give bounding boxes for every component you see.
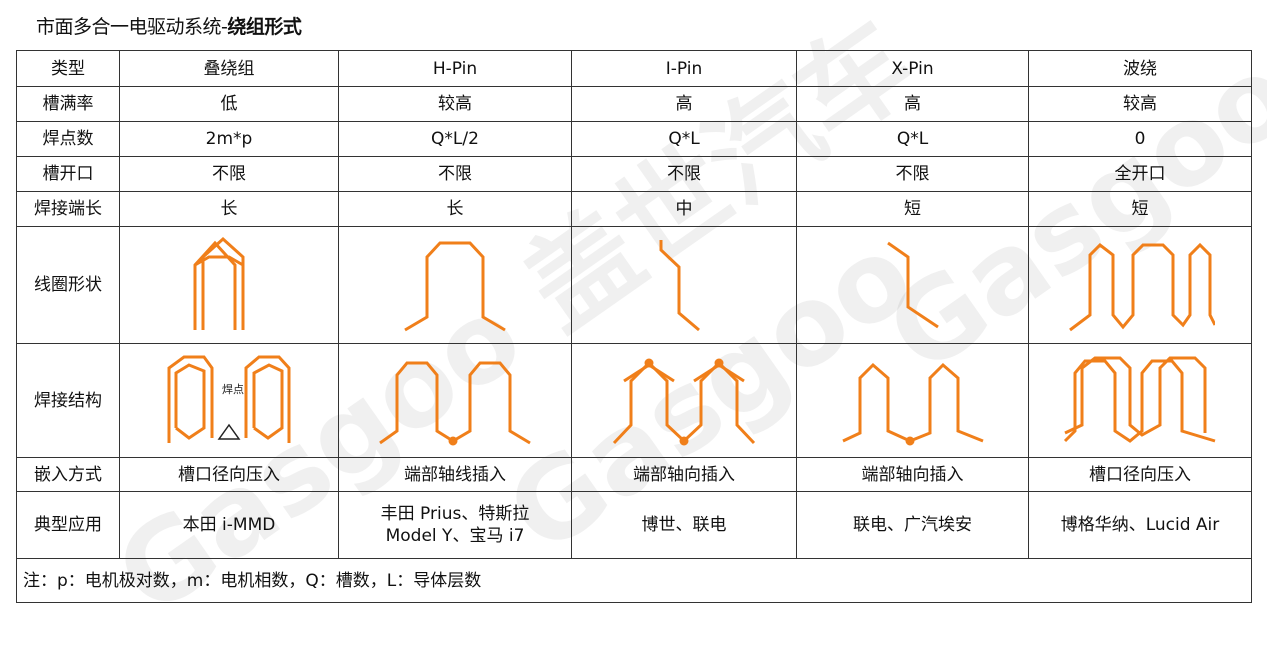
cell: 短 [796,191,1029,227]
xpin-weld-diagram [841,362,984,446]
table-row: 槽满率 低较高高高较高 [16,86,1252,122]
cell: 端部轴线插入 [338,457,572,492]
lap-winding-weld-diagram: 焊点 [167,355,291,443]
wave-winding-coil-diagram [1069,242,1215,332]
table-row: 槽开口 不限不限不限不限全开口 [16,156,1252,192]
row-label: 嵌入方式 [16,457,120,492]
header-cell: I-Pin [571,50,797,87]
cell: 短 [1028,191,1252,227]
cell: 不限 [796,156,1029,192]
hpin-coil-diagram [404,241,506,332]
coil-shape-row: 线圈形状 [16,226,1252,344]
wave-winding-weld-diagram [1063,356,1216,443]
cell: 中 [571,191,797,227]
row-label: 焊接端长 [16,191,120,227]
ipin-weld-diagram [612,358,756,446]
cell: 长 [119,191,339,227]
header-row: 类型 叠绕组 H-Pin I-Pin X-Pin 波绕 [16,50,1252,87]
cell: 槽口径向压入 [119,457,339,492]
cell: 不限 [119,156,339,192]
winding-comparison-table: 类型 叠绕组 H-Pin I-Pin X-Pin 波绕 槽满率 低较高高高较高 … [16,50,1252,603]
cell: 不限 [338,156,572,192]
lap-winding-coil-diagram [193,236,245,330]
header-cell: 叠绕组 [119,50,339,87]
cell: 本田 i-MMD [119,491,339,559]
embed-method-row: 嵌入方式 槽口径向压入端部轴线插入端部轴向插入端部轴向插入槽口径向压入 [16,457,1252,492]
ipin-coil-diagram [659,240,700,332]
cell: 0 [1028,121,1252,157]
header-cell: X-Pin [796,50,1029,87]
footnote: 注：p：电机极对数，m：电机相数，Q：槽数，L：导体层数 [16,558,1252,603]
xpin-coil-diagram [886,241,939,329]
cell: 槽口径向压入 [1028,457,1252,492]
cell: 全开口 [1028,156,1252,192]
page-title: 市面多合一电驱动系统-绕组形式 [36,16,302,38]
cell: 高 [571,86,797,122]
cell: 博格华纳、Lucid Air [1028,491,1252,559]
cell: 长 [338,191,572,227]
row-label: 槽满率 [16,86,120,122]
cell: Q*L [796,121,1029,157]
row-label: 线圈形状 [16,226,120,344]
cell: 2m*p [119,121,339,157]
cell: 端部轴向插入 [796,457,1029,492]
header-cell: 波绕 [1028,50,1252,87]
weld-structure-row: 焊接结构 焊点 [16,343,1252,458]
cell: 不限 [571,156,797,192]
note-row: 注：p：电机极对数，m：电机相数，Q：槽数，L：导体层数 [16,558,1252,603]
row-label: 典型应用 [16,491,120,559]
cell: Q*L [571,121,797,157]
cell: 较高 [338,86,572,122]
cell: 较高 [1028,86,1252,122]
row-label: 槽开口 [16,156,120,192]
cell: 高 [796,86,1029,122]
row-label: 焊点数 [16,121,120,157]
table-row: 焊接端长 长长中短短 [16,191,1252,227]
header-cell: H-Pin [338,50,572,87]
weld-point-label: 焊点 [222,382,244,396]
header-cell: 类型 [16,50,120,87]
row-label: 焊接结构 [16,343,120,458]
cell: Q*L/2 [338,121,572,157]
cell: 博世、联电 [571,491,797,559]
cell: 低 [119,86,339,122]
cell: 联电、广汽埃安 [796,491,1029,559]
hpin-weld-diagram [379,361,531,446]
cell: 端部轴向插入 [571,457,797,492]
